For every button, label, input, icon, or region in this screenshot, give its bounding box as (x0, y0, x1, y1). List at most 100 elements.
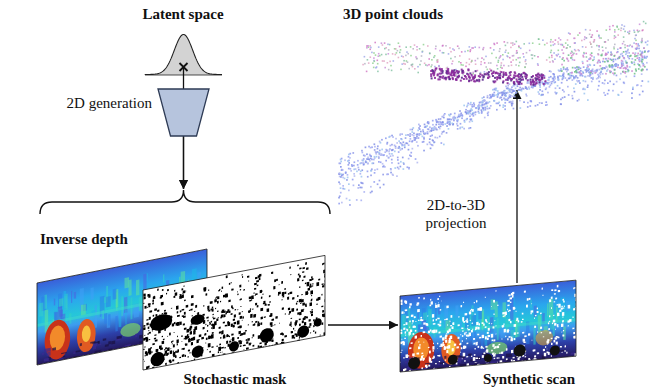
cloud-point (510, 101, 512, 103)
mask-dot (312, 309, 313, 311)
cloud-point (356, 199, 358, 201)
mask-dot (291, 331, 293, 333)
mask-dot (148, 330, 149, 331)
scan-gap (524, 291, 526, 293)
mask-dot (204, 334, 205, 335)
mask-dot (283, 296, 285, 298)
mask-dot (170, 348, 171, 350)
scan-gap (553, 320, 556, 323)
mask-dot (199, 334, 202, 337)
cloud-point (423, 141, 425, 143)
cloud-point (482, 107, 484, 109)
mask-dot (173, 351, 174, 353)
depth-streak (470, 330, 473, 341)
cloud-point (528, 88, 530, 90)
cloud-point (599, 69, 601, 71)
mask-dot (219, 327, 221, 329)
depth-streak (423, 312, 427, 320)
scan-gap (557, 324, 559, 327)
scan-gap (502, 356, 504, 359)
scan-gap (557, 304, 558, 306)
mask-dot (274, 279, 276, 282)
mask-dot (309, 286, 311, 288)
cloud-point (374, 143, 376, 145)
depth-speck (93, 346, 97, 350)
scan-gap (418, 320, 419, 321)
mask-blob (192, 344, 204, 358)
cloud-point (496, 109, 498, 111)
mask-dot (218, 346, 221, 351)
mask-dot (218, 290, 220, 292)
cloud-point (613, 61, 615, 63)
mask-dot (243, 345, 245, 347)
cloud-point (492, 94, 494, 96)
mask-dot (322, 310, 324, 313)
cloud-point (412, 140, 414, 142)
mask-dot (209, 322, 210, 323)
scan-gap (472, 309, 474, 312)
scan-gap (479, 358, 480, 359)
cloud-point (413, 135, 415, 137)
cloud-point (453, 120, 455, 122)
mask-dot (231, 305, 233, 308)
mask-dot (149, 317, 151, 320)
mask-dot (184, 327, 187, 330)
scan-gap (523, 339, 526, 342)
scan-gap (451, 315, 453, 318)
scan-gap (444, 346, 445, 348)
cloud-point (487, 108, 489, 110)
scan-gap (490, 306, 492, 308)
cloud-point (435, 124, 437, 126)
mask-dot (188, 349, 190, 351)
mask-dot (257, 323, 260, 326)
mask-dot (267, 308, 270, 312)
scan-gap (406, 329, 407, 330)
mask-dot (144, 360, 146, 362)
mask-dot (258, 323, 259, 324)
scan-gap (440, 300, 442, 302)
scan-gap (412, 320, 414, 323)
scan-gap (476, 342, 478, 345)
cloud-point (555, 87, 557, 89)
mask-dot (224, 310, 226, 313)
cloud-point (482, 97, 484, 99)
node-label: Stochastic mask (140, 370, 330, 388)
scan-gap (528, 333, 530, 335)
cloud-point (473, 115, 475, 117)
mask-dot (288, 308, 290, 311)
cloud-point (562, 97, 564, 99)
cloud-point (608, 90, 610, 92)
scan-gap (499, 344, 501, 345)
cloud-point (632, 87, 634, 89)
mask-dot (143, 293, 145, 296)
depth-streak (81, 304, 86, 315)
mask-dot (298, 274, 300, 276)
scan-gap (421, 327, 422, 329)
cloud-point (349, 204, 351, 206)
cloud-point (511, 103, 513, 105)
cloud-point (427, 133, 429, 135)
mask-dot (282, 292, 284, 296)
scan-gap (420, 358, 422, 360)
mask-dot (183, 290, 186, 293)
cloud-point (413, 133, 415, 135)
cloud-point (432, 124, 434, 126)
scan-gap (461, 358, 463, 359)
mask-dot (214, 299, 217, 302)
scan-gap (514, 324, 517, 327)
depth-blob (446, 340, 455, 356)
mask-dot (263, 294, 264, 295)
cloud-point (442, 124, 444, 126)
cloud-point (615, 63, 617, 65)
scan-gap (401, 339, 403, 340)
scan-gap (405, 331, 407, 333)
scan-gap (491, 334, 493, 338)
depth-speck (438, 362, 445, 364)
scan-gap (403, 369, 405, 372)
scan-gap (528, 358, 530, 360)
scan-gap (506, 314, 507, 315)
scan-gap (507, 338, 508, 340)
depth-streak (45, 294, 48, 309)
scan-gap (554, 301, 556, 302)
scan-gap (513, 307, 515, 310)
